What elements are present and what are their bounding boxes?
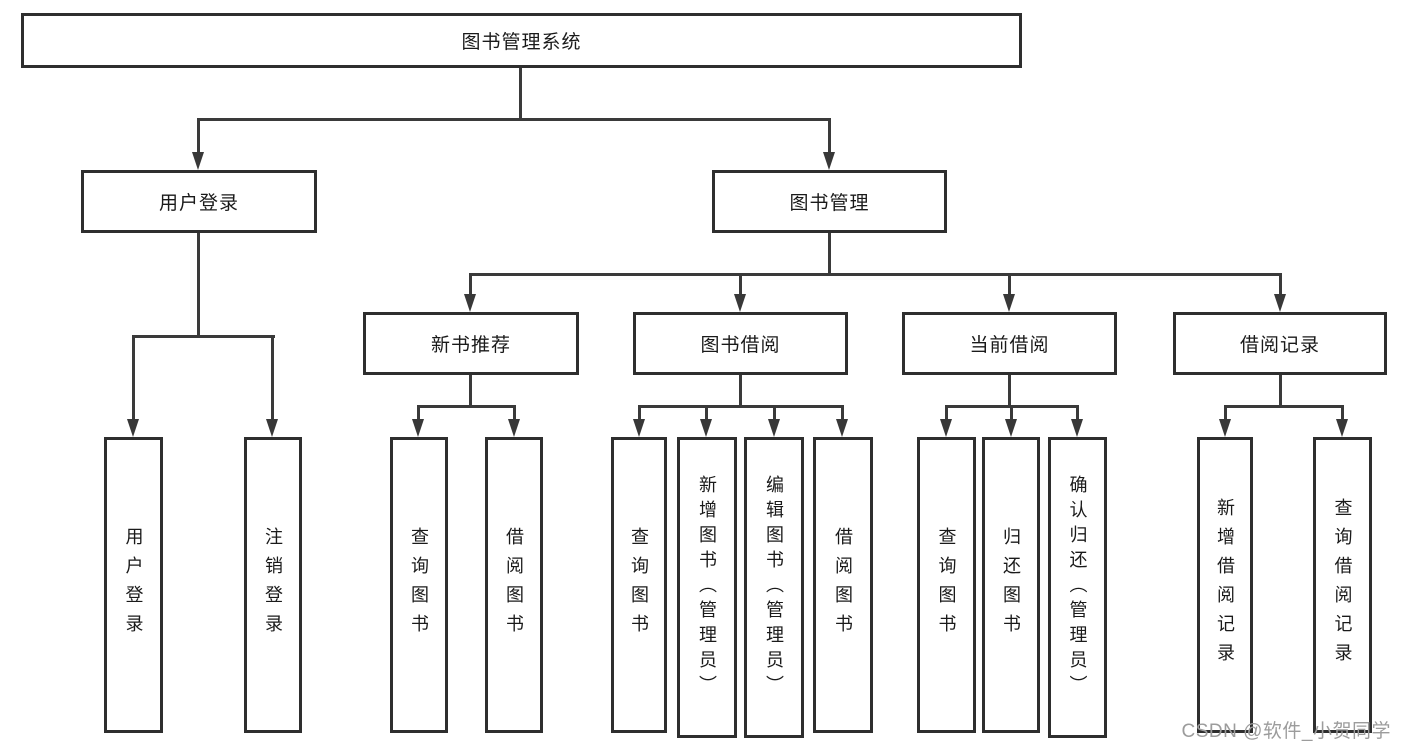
leaf-user-login: 用户登录 [104,437,163,733]
arrow-down-icon [464,294,476,312]
arrow-down-icon [940,419,952,437]
leaf-query-books-recommend: 查询图书 [390,437,448,733]
connector-line [1008,375,1011,408]
connector-line [469,375,472,408]
leaf-return-books: 归还图书 [982,437,1040,733]
node-user-login: 用户登录 [81,170,317,233]
connector-line [271,335,274,419]
connector-line [197,118,831,121]
connector-line [1341,405,1344,419]
node-book-management: 图书管理 [712,170,947,233]
connector-line [418,405,516,408]
arrow-down-icon [1071,419,1083,437]
connector-line [197,118,200,152]
leaf-add-books-admin: 新增图书（管理员） [677,437,737,738]
leaf-add-borrow-record: 新增借阅记录 [1197,437,1253,733]
connector-line [638,405,844,408]
arrow-down-icon [192,152,204,170]
connector-line [1224,405,1227,419]
connector-line [1008,273,1011,294]
arrow-down-icon [266,419,278,437]
connector-line [513,405,516,419]
arrow-down-icon [127,419,139,437]
arrow-down-icon [1219,419,1231,437]
connector-line [1279,375,1282,408]
leaf-edit-books-admin: 编辑图书（管理员） [744,437,804,738]
leaf-borrow-books-borrowing: 借阅图书 [813,437,873,733]
arrow-down-icon [633,419,645,437]
connector-line [197,233,200,338]
connector-line [1076,405,1079,419]
arrow-down-icon [508,419,520,437]
arrow-down-icon [734,294,746,312]
connector-line [638,405,641,419]
connector-line [841,405,844,419]
connector-line [773,405,776,419]
arrow-down-icon [768,419,780,437]
leaf-borrow-books-recommend: 借阅图书 [485,437,543,733]
csdn-watermark: CSDN @软件_小贺同学 [1181,721,1391,742]
connector-line [469,273,1282,276]
connector-line [705,405,708,419]
connector-line [519,68,522,121]
connector-line [417,405,420,419]
leaf-query-books-current: 查询图书 [917,437,976,733]
node-borrow-records: 借阅记录 [1173,312,1387,375]
connector-line [1224,405,1344,408]
connector-line [828,118,831,152]
connector-line [739,273,742,294]
node-new-book-recommend: 新书推荐 [363,312,579,375]
arrow-down-icon [700,419,712,437]
arrow-down-icon [1336,419,1348,437]
connector-line [1010,405,1013,419]
connector-line [132,335,135,419]
arrow-down-icon [823,152,835,170]
connector-line [132,335,275,338]
arrow-down-icon [1274,294,1286,312]
connector-line [828,233,831,276]
arrow-down-icon [836,419,848,437]
leaf-logout: 注销登录 [244,437,302,733]
node-book-borrowing: 图书借阅 [633,312,848,375]
node-current-borrowing: 当前借阅 [902,312,1117,375]
leaf-query-borrow-record: 查询借阅记录 [1313,437,1372,733]
arrow-down-icon [412,419,424,437]
arrow-down-icon [1003,294,1015,312]
connector-line [945,405,948,419]
arrow-down-icon [1005,419,1017,437]
connector-line [469,273,472,294]
leaf-query-books-borrowing: 查询图书 [611,437,667,733]
node-root-library-system: 图书管理系统 [21,13,1022,68]
leaf-confirm-return-admin: 确认归还（管理员） [1048,437,1107,738]
connector-line [1279,273,1282,294]
connector-line [739,375,742,408]
